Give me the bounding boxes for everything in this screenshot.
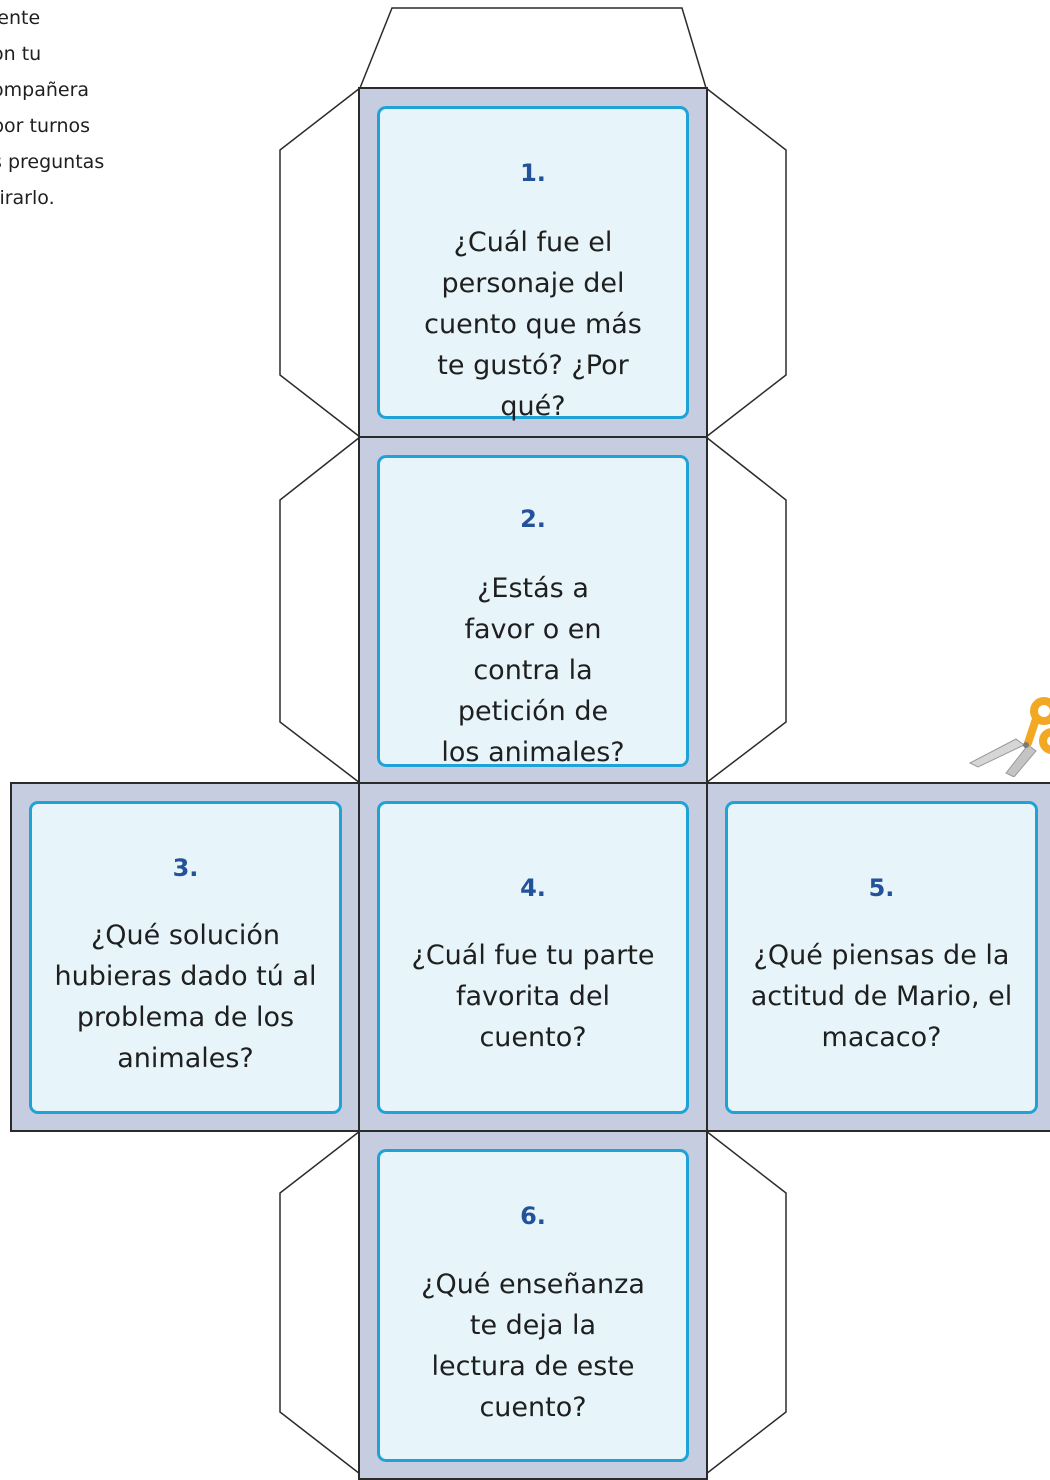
question-text: ¿Estás a favor o en contra la petición d… (441, 573, 625, 768)
question-card-4: 4. ¿Cuál fue tu parte favorita del cuent… (377, 801, 689, 1114)
glue-tab-top (359, 7, 707, 89)
instructions-line: iente (0, 7, 41, 29)
instructions-line: ompañera (0, 79, 90, 101)
die-face-1: 1. ¿Cuál fue el personaje del cuento que… (358, 87, 708, 438)
question-number: 3. (172, 854, 199, 882)
glue-tab-right-1 (705, 87, 787, 438)
question-card-1: 1. ¿Cuál fue el personaje del cuento que… (377, 106, 689, 422)
question-text: ¿Cuál fue tu parte favorita del cuento? (411, 940, 655, 1053)
glue-tab-left-2 (279, 436, 361, 784)
question-number: 1. (520, 159, 546, 187)
question-number: 5. (868, 874, 895, 902)
die-face-6: 6. ¿Qué enseñanza te deja la lectura de … (358, 1130, 708, 1480)
question-text: ¿Qué piensas de la actitud de Mario, el … (750, 940, 1013, 1053)
scissors-icon (968, 697, 1050, 777)
glue-tab-left-6 (279, 1130, 361, 1474)
question-text: ¿Qué solución hubieras dado tú al proble… (54, 920, 317, 1074)
instructions-line: on tu (0, 43, 42, 65)
question-card-5: 5. ¿Qué piensas de la actitud de Mario, … (725, 801, 1038, 1114)
question-number: 4. (520, 874, 546, 902)
glue-tab-left-1 (279, 87, 361, 438)
question-card-6: 6. ¿Qué enseñanza te deja la lectura de … (377, 1149, 689, 1462)
die-face-4: 4. ¿Cuál fue tu parte favorita del cuent… (358, 782, 708, 1132)
question-text: ¿Cuál fue el personaje del cuento que má… (424, 227, 642, 422)
question-card-3: 3. ¿Qué solución hubieras dado tú al pro… (29, 801, 342, 1114)
die-face-2: 2. ¿Estás a favor o en contra la petició… (358, 436, 708, 784)
question-card-2: 2. ¿Estás a favor o en contra la petició… (377, 455, 689, 768)
die-face-3: 3. ¿Qué solución hubieras dado tú al pro… (10, 782, 360, 1132)
question-number: 2. (520, 505, 546, 533)
glue-tab-right-6 (705, 1130, 787, 1474)
instructions-line: tirarlo. (0, 187, 55, 209)
instructions-line: s preguntas (0, 151, 105, 173)
question-number: 6. (520, 1202, 546, 1230)
instructions-text: iente on tu ompañera por turnos s pregun… (0, 0, 200, 216)
instructions-line: por turnos (0, 115, 91, 137)
question-text: ¿Qué enseñanza te deja la lectura de est… (421, 1269, 645, 1423)
glue-tab-right-2 (705, 436, 787, 784)
die-face-5: 5. ¿Qué piensas de la actitud de Mario, … (706, 782, 1050, 1132)
